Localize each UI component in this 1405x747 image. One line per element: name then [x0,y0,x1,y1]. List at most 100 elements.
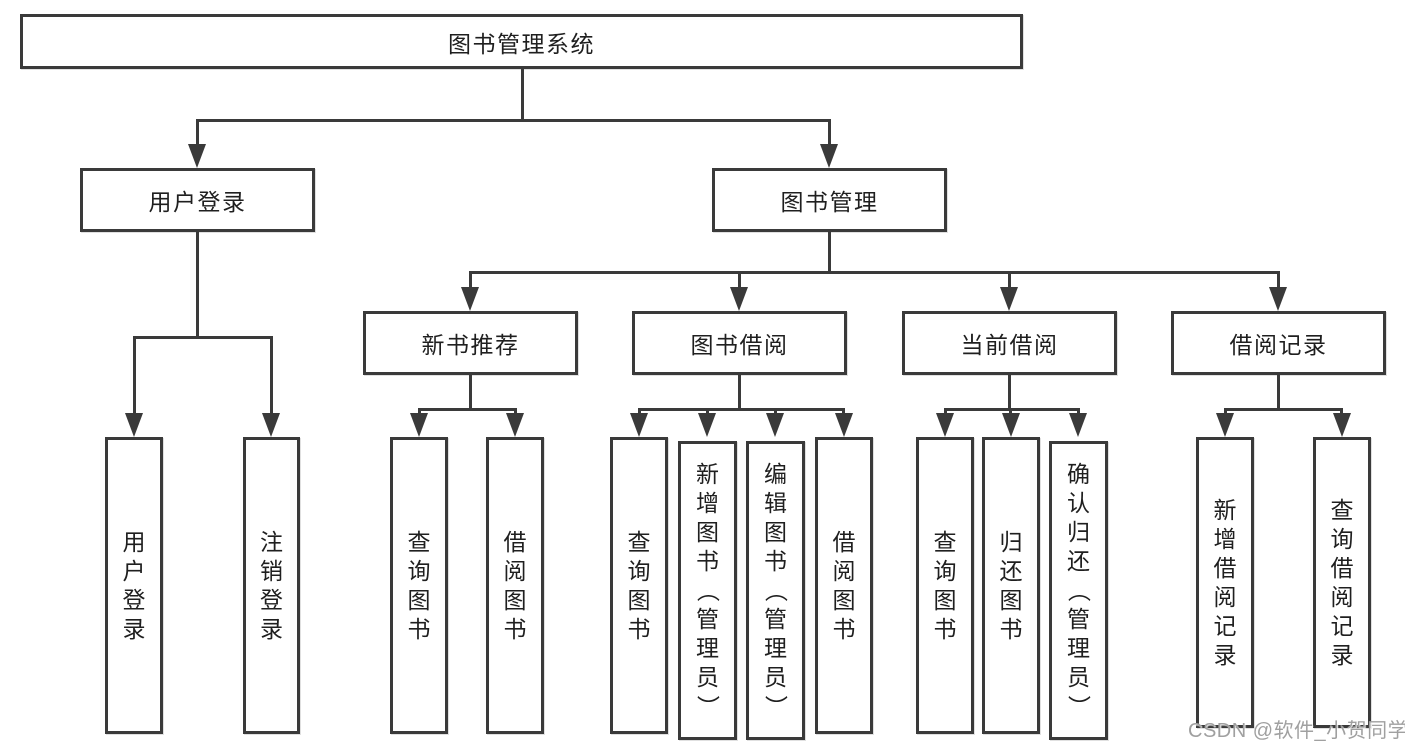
connector-stem [738,271,741,290]
connector-stem [1224,408,1227,416]
glyph: 借 [503,528,527,555]
glyph: 新 [1213,496,1237,523]
arrow-down-icon [835,413,853,437]
connector-stem [1009,408,1012,416]
glyph: 借 [832,528,856,555]
glyph: 辑 [764,490,787,516]
leaf-return-books-label: 归还图书 [985,440,1037,731]
glyph: 登 [122,586,146,613]
glyph: ） [763,695,789,718]
leaf-confirm-return-admin-label: 确认归还（管理员） [1052,444,1105,737]
glyph: 询 [407,557,431,584]
node-new-book-recommend: 新书推荐 [363,311,578,375]
connector-stem [842,408,845,416]
connector-stem [270,336,273,415]
node-root: 图书管理系统 [20,14,1023,69]
connector-stem [828,232,831,274]
leaf-query-books-label: 查询图书 [919,440,971,731]
glyph: 员 [696,664,719,690]
connector-stem [1277,375,1280,411]
glyph: 书 [764,548,787,574]
connector-stem [738,375,741,411]
glyph: 理 [1067,635,1090,661]
glyph: 图 [407,586,431,613]
connector-root-stem [521,69,524,121]
glyph: ） [695,695,721,718]
connector-stem [1340,408,1343,416]
glyph: 认 [1067,490,1090,516]
connector-root-branch [196,119,831,122]
arrow-down-icon [1069,413,1087,437]
glyph: 书 [999,615,1023,642]
node-borrow-records: 借阅记录 [1171,311,1386,375]
arrow-down-icon [766,413,784,437]
glyph: 询 [1330,525,1354,552]
node-new-book-recommend-label: 新书推荐 [421,332,520,358]
node-current-borrow-label: 当前借阅 [960,332,1059,358]
connector-branch [418,408,517,411]
glyph: 书 [832,615,856,642]
glyph: （ [763,579,789,602]
arrow-down-icon [630,413,648,437]
glyph: 图 [627,586,651,613]
glyph: 图 [696,519,719,545]
glyph: 询 [933,557,957,584]
leaf-edit-books-admin: 编辑图书（管理员） [746,441,805,740]
leaf-add-borrow-record: 新增借阅记录 [1196,437,1254,728]
node-borrow-records-label: 借阅记录 [1229,332,1328,358]
glyph: 阅 [832,557,856,584]
leaf-user-login-label: 用户登录 [108,440,160,731]
connector-stem [196,119,199,147]
glyph: 管 [764,606,787,632]
node-current-borrow: 当前借阅 [902,311,1117,375]
leaf-borrow-books-label: 借阅图书 [818,440,870,731]
leaf-query-books: 查询图书 [916,437,974,734]
arrow-down-icon [1002,413,1020,437]
glyph: 图 [503,586,527,613]
leaf-borrow-books-label: 借阅图书 [489,440,541,731]
glyph: 录 [1330,641,1354,668]
arrow-down-icon [188,144,206,168]
glyph: 理 [764,635,787,661]
connector-stem [706,408,709,416]
glyph: 户 [122,557,146,584]
connector-stem [1277,271,1280,290]
connector-stem [514,408,517,416]
glyph: 书 [933,615,957,642]
connector-stem [418,408,421,416]
arrow-down-icon [506,413,524,437]
glyph: 查 [933,528,957,555]
arrow-down-icon [1269,287,1287,311]
connector-branch [1224,408,1343,411]
node-user-login-label: 用户登录 [148,189,247,215]
connector-stem [1008,271,1011,290]
leaf-query-borrow-record: 查询借阅记录 [1313,437,1371,728]
leaf-add-borrow-record-label: 新增借阅记录 [1199,440,1251,725]
leaf-query-books: 查询图书 [610,437,668,734]
glyph: 增 [1213,525,1237,552]
leaf-add-books-admin: 新增图书（管理员） [678,441,737,740]
glyph: 注 [260,528,283,555]
leaf-add-books-admin-label: 新增图书（管理员） [681,444,734,737]
connector-stem [133,336,136,415]
connector-stem [1008,375,1011,411]
glyph: 录 [260,615,283,642]
glyph: 图 [999,586,1023,613]
arrow-down-icon [1333,413,1351,437]
leaf-borrow-books: 借阅图书 [815,437,873,734]
connector-stem [196,232,199,339]
glyph: 记 [1330,612,1354,639]
glyph: 查 [627,528,651,555]
leaf-borrow-books: 借阅图书 [486,437,544,734]
leaf-edit-books-admin-label: 编辑图书（管理员） [749,444,802,737]
glyph: ） [1066,695,1092,718]
glyph: 书 [627,615,651,642]
arrow-down-icon [1216,413,1234,437]
glyph: 阅 [1330,583,1354,610]
leaf-query-books: 查询图书 [390,437,448,734]
arrow-down-icon [410,413,428,437]
connector-stem [469,271,472,290]
node-book-management-label: 图书管理 [780,189,879,215]
glyph: 销 [260,557,283,584]
